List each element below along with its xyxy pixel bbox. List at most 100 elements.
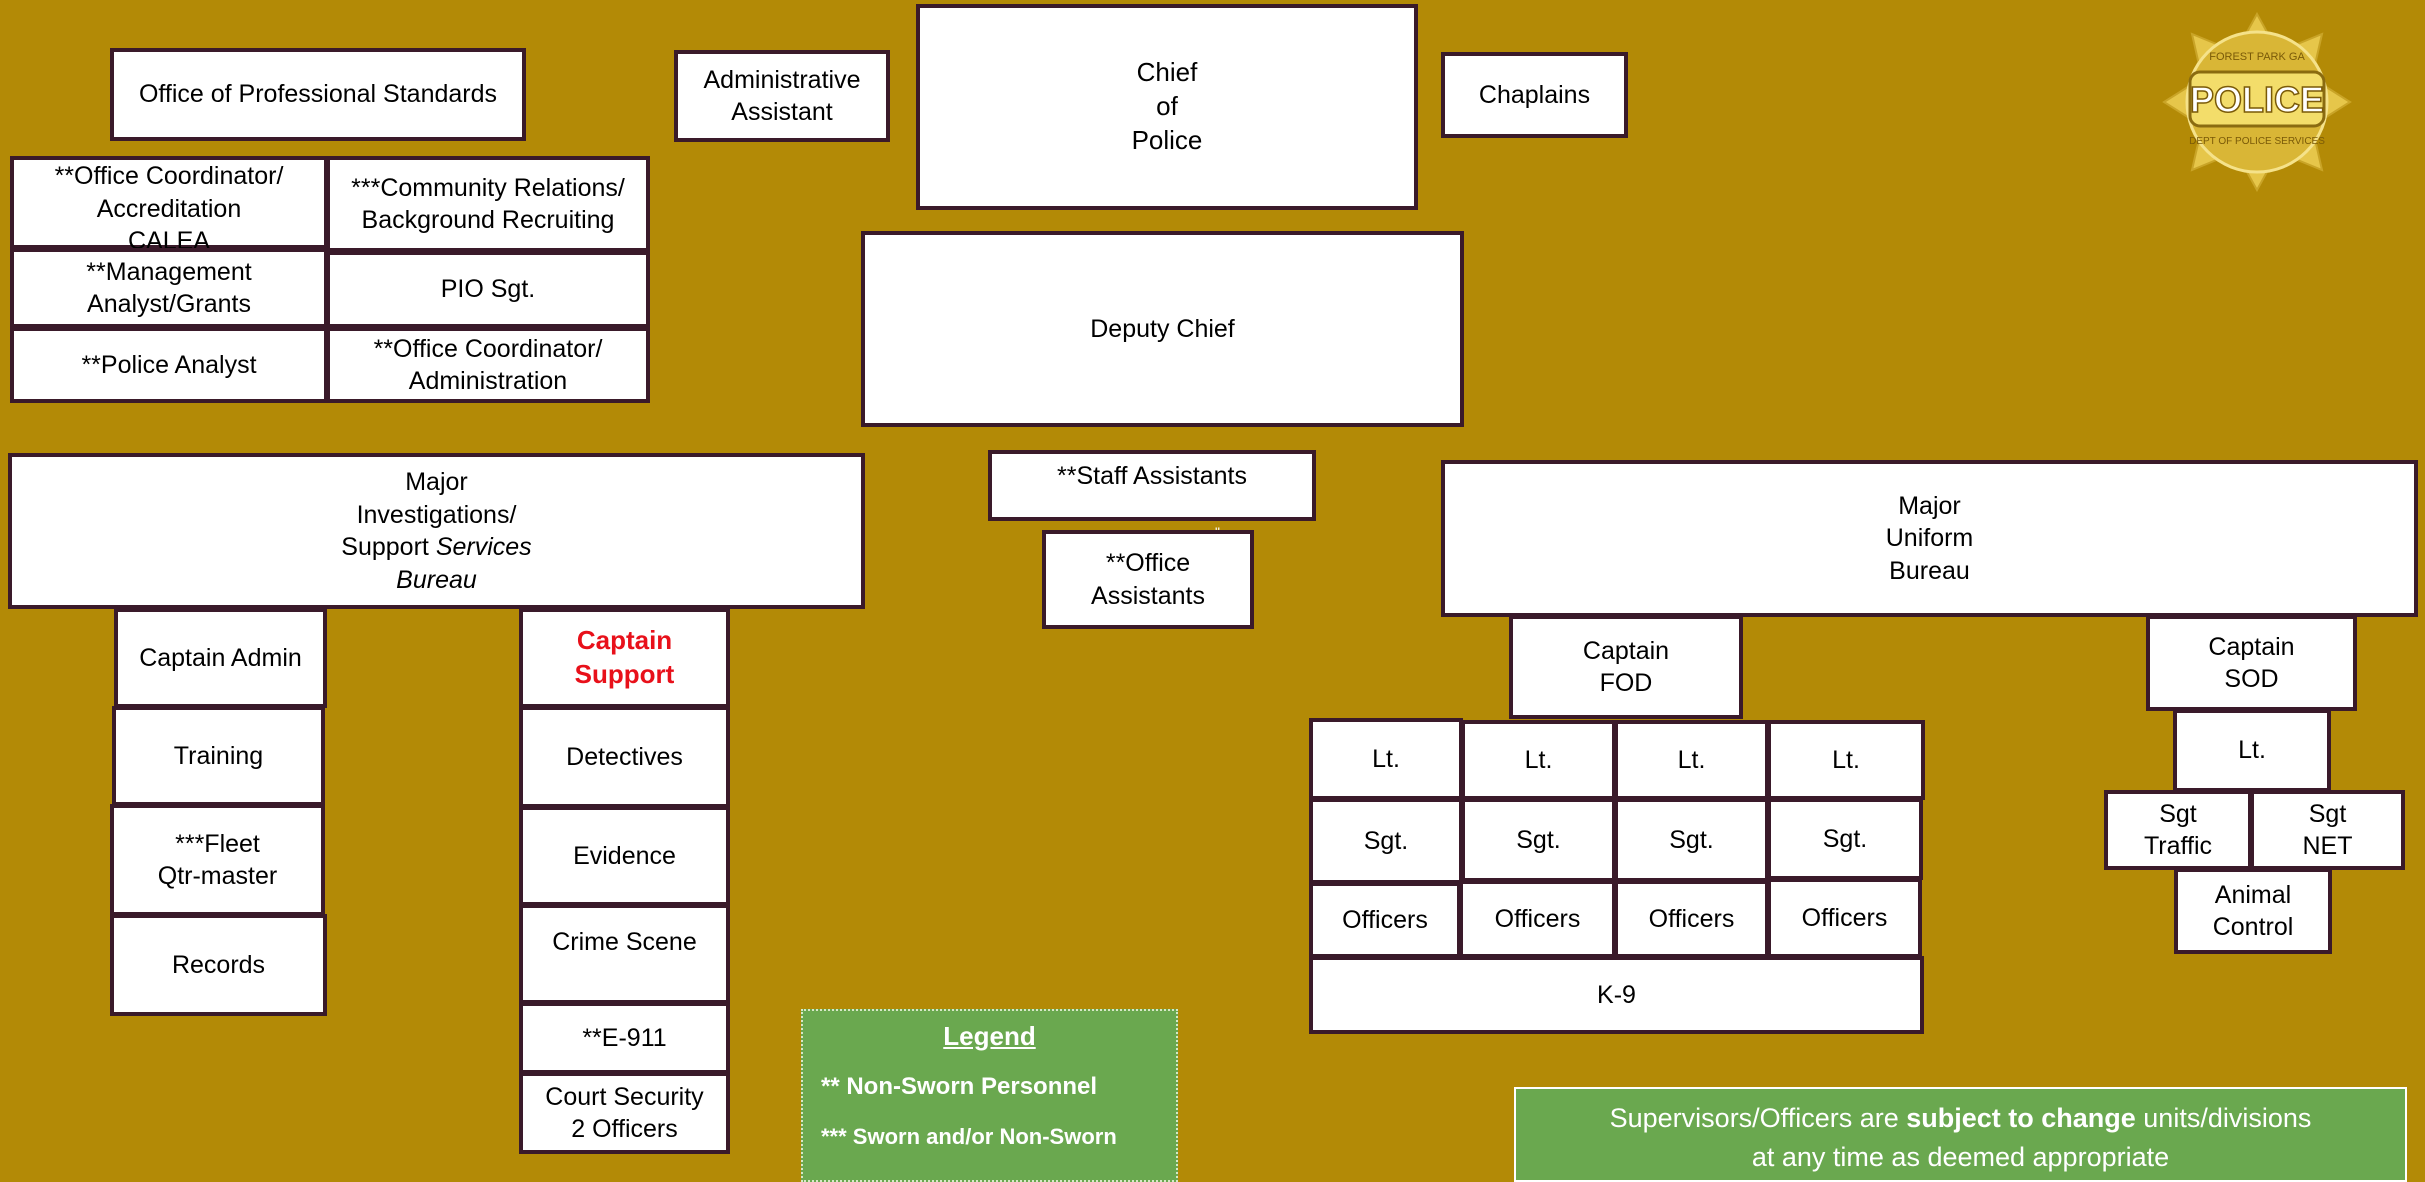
fod-officers-4: Officers <box>1767 878 1922 958</box>
fod-lt-1: Lt. <box>1309 718 1463 800</box>
office-assistants-label: **Office Assistants <box>1091 549 1205 610</box>
chaplains-box: Chaplains <box>1441 52 1628 138</box>
chief-of-police-label: Chief of Police <box>1131 57 1203 155</box>
fod-lt-1-label: Lt. <box>1372 744 1400 773</box>
major-investigations-line1: Major <box>405 468 468 496</box>
logo-bottom-text: DEPT OF POLICE SERVICES <box>2189 136 2325 147</box>
police-analyst-label: **Police Analyst <box>81 350 257 379</box>
sgt-net-label: Sgt NET <box>2302 799 2353 861</box>
captain-fod-box: Captain FOD <box>1509 615 1743 719</box>
fod-officers-2-label: Officers <box>1494 904 1581 933</box>
training-label: Training <box>173 741 264 770</box>
office-coordinator-administration-box: **Office Coordinator/ Administration <box>326 327 650 403</box>
fod-sgt-2-label: Sgt. <box>1516 825 1561 854</box>
community-relations-label: ***Community Relations/ Background Recru… <box>351 173 625 235</box>
staff-assistants-box: **Staff Assistants <box>988 450 1316 521</box>
crime-scene-box: Crime Scene <box>519 904 730 1004</box>
captain-support-box: Captain Support <box>519 608 730 708</box>
fod-lt-4-label: Lt. <box>1832 745 1860 774</box>
office-coordinator-accreditation-label: **Office Coordinator/ Accreditation CALE… <box>54 162 284 255</box>
fod-lt-2-label: Lt. <box>1524 745 1553 774</box>
fod-officers-4-label: Officers <box>1801 903 1888 932</box>
captain-admin-box: Captain Admin <box>114 608 327 708</box>
major-uniform-bureau-label: Major Uniform Bureau <box>1885 491 1974 585</box>
chaplains-label: Chaplains <box>1478 80 1591 109</box>
fod-lt-3-label: Lt. <box>1677 745 1706 774</box>
office-professional-standards-label: Office of Professional Standards <box>138 80 498 109</box>
fod-officers-3-label: Officers <box>1648 904 1735 933</box>
change-notice-part2: units/divisions <box>2135 1103 2312 1133</box>
office-assistants-box: **Office Assistants <box>1042 530 1254 629</box>
staff-assistants-label: **Staff Assistants <box>1057 462 1247 490</box>
change-notice-box: Supervisors/Officers are subject to chan… <box>1514 1087 2407 1182</box>
major-investigations-box: Major Investigations/ Support Services B… <box>8 453 865 609</box>
captain-admin-label: Captain Admin <box>139 643 302 672</box>
fod-officers-3: Officers <box>1614 880 1769 958</box>
animal-control-box: Animal Control <box>2174 868 2332 954</box>
major-investigations-line3b: Services <box>435 533 532 561</box>
detectives-label: Detectives <box>566 742 683 771</box>
fod-sgt-3: Sgt. <box>1614 798 1769 882</box>
sgt-traffic-label: Sgt Traffic <box>2143 799 2213 861</box>
fod-sgt-3-label: Sgt. <box>1669 825 1714 854</box>
fod-sgt-4: Sgt. <box>1767 798 1923 880</box>
court-security-box: Court Security 2 Officers <box>519 1072 730 1154</box>
community-relations-box: ***Community Relations/ Background Recru… <box>326 156 650 252</box>
legend-title: Legend <box>943 1021 1036 1051</box>
evidence-label: Evidence <box>573 841 676 870</box>
police-analyst-box: **Police Analyst <box>10 327 328 403</box>
e911-box: **E-911 <box>519 1002 730 1074</box>
major-investigations-line3a: Support <box>341 533 436 561</box>
logo-top-text: FOREST PARK GA <box>2209 51 2305 63</box>
records-label: Records <box>171 950 266 979</box>
fod-officers-2: Officers <box>1459 880 1616 958</box>
major-uniform-bureau-box: Major Uniform Bureau <box>1441 460 2418 617</box>
k9-label: K-9 <box>1597 980 1636 1009</box>
deputy-chief-label: Deputy Chief <box>1090 314 1235 343</box>
pio-sgt-label: PIO Sgt. <box>440 275 536 304</box>
major-investigations-line2: Investigations/ <box>356 500 517 529</box>
office-coordinator-accreditation-box: **Office Coordinator/ Accreditation CALE… <box>10 156 328 255</box>
fod-sgt-1-label: Sgt. <box>1363 826 1409 855</box>
change-notice-bold: subject to change <box>1906 1103 2136 1133</box>
management-analyst-label: **Management Analyst/Grants <box>86 257 252 319</box>
animal-control-label: Animal Control <box>2212 880 2294 942</box>
sod-lt-box: Lt. <box>2173 709 2331 792</box>
major-investigations-line4: Bureau <box>396 565 477 594</box>
major-investigations-label: Major Investigations/ Support Services B… <box>341 466 531 596</box>
evidence-box: Evidence <box>519 806 730 906</box>
fod-sgt-4-label: Sgt. <box>1822 824 1868 853</box>
administrative-assistant-label: Administrative Assistant <box>703 65 861 127</box>
captain-support-label: Captain Support <box>574 625 675 689</box>
fod-officers-1: Officers <box>1309 882 1461 958</box>
records-box: Records <box>110 914 327 1016</box>
sod-lt-label: Lt. <box>2238 736 2266 765</box>
legend-sworn-non-sworn: *** Sworn and/or Non-Sworn <box>821 1124 1117 1149</box>
administrative-assistant-box: Administrative Assistant <box>674 50 890 142</box>
e911-label: **E-911 <box>582 1023 667 1052</box>
chief-of-police-box: Chief of Police <box>916 4 1418 210</box>
logo-main-text: POLICE <box>2190 79 2324 120</box>
crime-scene-label: Crime Scene <box>552 928 697 956</box>
detectives-box: Detectives <box>519 706 730 808</box>
management-analyst-box: **Management Analyst/Grants <box>10 248 328 328</box>
legend-non-sworn: ** Non-Sworn Personnel <box>821 1073 1098 1100</box>
fod-lt-4: Lt. <box>1767 720 1925 800</box>
sgt-traffic-box: Sgt Traffic <box>2104 790 2252 870</box>
training-box: Training <box>112 706 325 806</box>
captain-sod-box: Captain SOD <box>2146 615 2357 711</box>
pio-sgt-box: PIO Sgt. <box>326 251 650 328</box>
fod-lt-2: Lt. <box>1461 720 1616 800</box>
fod-sgt-2: Sgt. <box>1461 798 1616 882</box>
office-coordinator-administration-label: **Office Coordinator/ Administration <box>373 334 603 396</box>
sgt-net-box: Sgt NET <box>2250 790 2405 870</box>
fod-sgt-1: Sgt. <box>1309 798 1463 884</box>
fod-officers-1-label: Officers <box>1342 905 1428 934</box>
court-security-label: Court Security 2 Officers <box>545 1082 704 1144</box>
captain-sod-label: Captain SOD <box>2208 632 2295 694</box>
captain-fod-label: Captain FOD <box>1582 636 1670 698</box>
k9-box: K-9 <box>1309 956 1924 1034</box>
deputy-chief-box: Deputy Chief <box>861 231 1464 427</box>
fleet-label: ***Fleet Qtr-master <box>157 829 278 891</box>
office-professional-standards-box: Office of Professional Standards <box>110 48 526 141</box>
